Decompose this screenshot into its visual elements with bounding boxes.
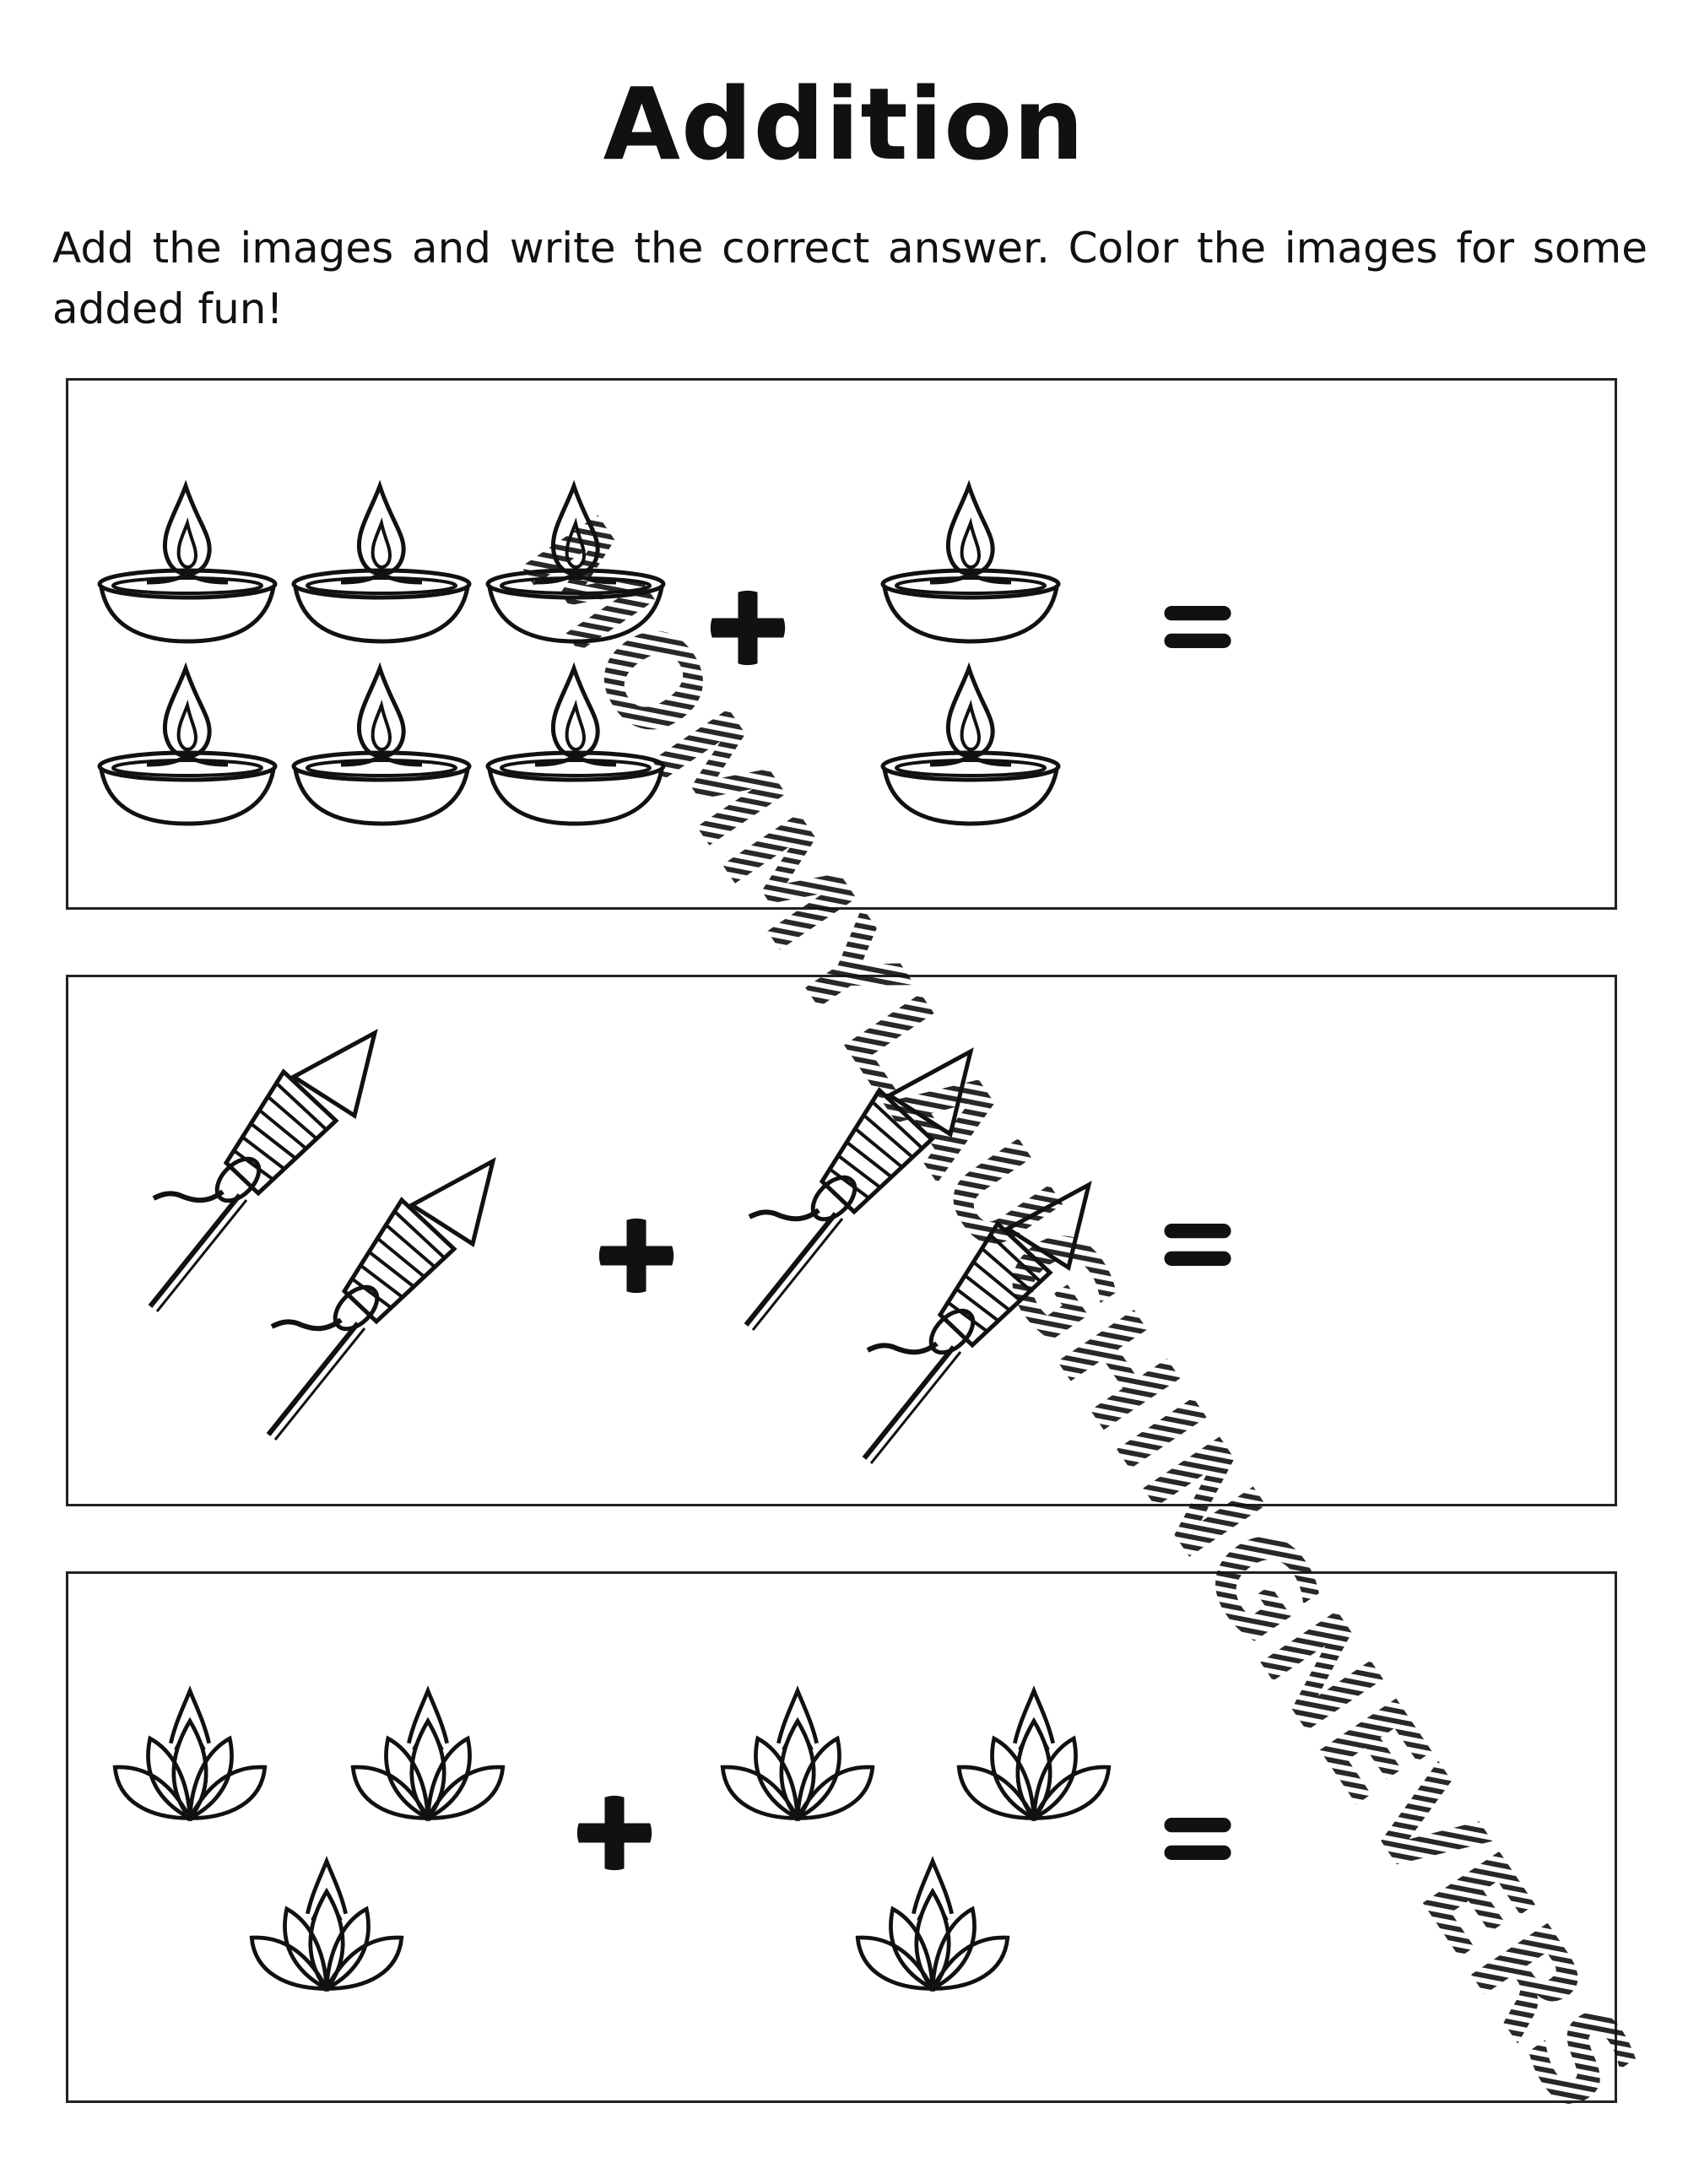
lotus-icon bbox=[110, 1683, 270, 1826]
lotus-icon bbox=[717, 1683, 878, 1826]
lotus-icon bbox=[852, 1853, 1013, 1997]
rocket-icon bbox=[859, 1180, 1096, 1467]
problem-box-2 bbox=[66, 975, 1617, 1506]
equals-icon bbox=[1161, 1219, 1234, 1271]
diya-icon bbox=[95, 479, 280, 648]
equals-icon bbox=[1161, 1813, 1234, 1865]
diya-icon bbox=[95, 662, 280, 830]
diya-icon bbox=[878, 662, 1063, 830]
diya-icon bbox=[289, 479, 474, 648]
diya-icon bbox=[483, 479, 668, 648]
lotus-icon bbox=[246, 1853, 407, 1997]
rocket-icon bbox=[263, 1156, 500, 1443]
lotus-icon bbox=[348, 1683, 508, 1826]
problem-box-3 bbox=[66, 1571, 1617, 2103]
diya-icon bbox=[483, 662, 668, 830]
equals-icon bbox=[1161, 601, 1234, 653]
problem-box-1 bbox=[66, 378, 1617, 910]
page-title: Addition bbox=[603, 66, 1085, 182]
plus-icon bbox=[707, 587, 788, 668]
plus-icon bbox=[596, 1215, 677, 1296]
diya-icon bbox=[878, 479, 1063, 648]
diya-icon bbox=[289, 662, 474, 830]
lotus-icon bbox=[954, 1683, 1114, 1826]
plus-icon bbox=[574, 1792, 655, 1873]
instructions-text: Add the images and write the correct ans… bbox=[52, 224, 1647, 333]
